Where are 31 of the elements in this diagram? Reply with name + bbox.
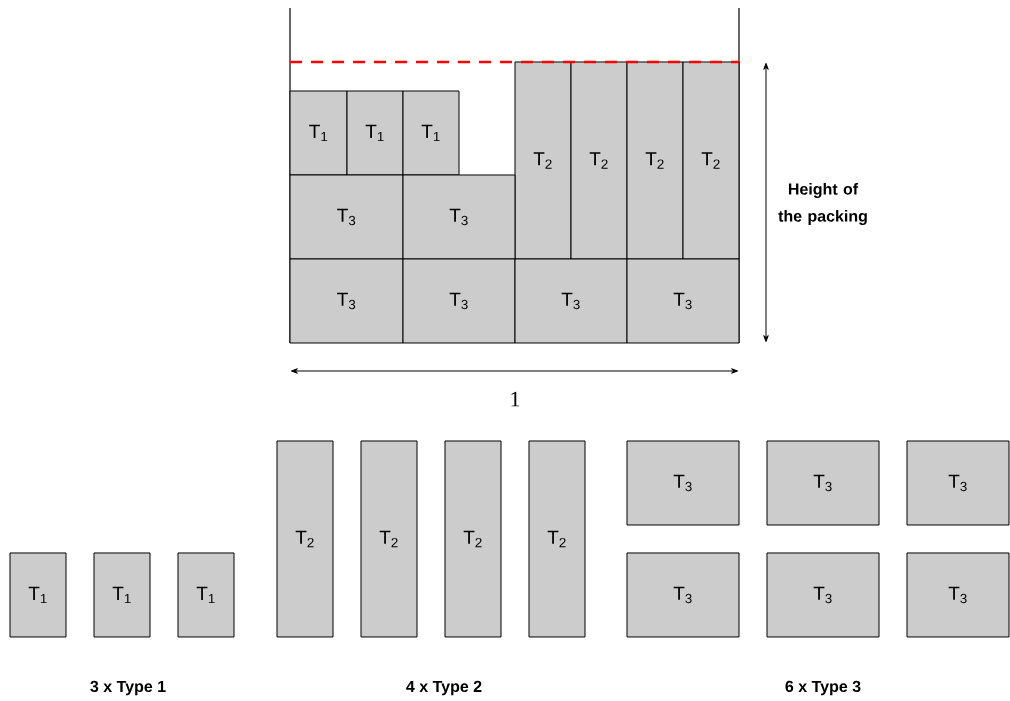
item-rectangle: T$_{2}$ (514, 61, 572, 260)
group-caption: 4 x Type 2 (406, 680, 482, 696)
item-rectangle: T$_{1}$ (289, 90, 348, 176)
item-rectangle: T$_{3}$ (626, 258, 740, 344)
item-rectangle: T$_{1}$ (9, 552, 67, 638)
item-rectangle: T$_{3}$ (906, 440, 1010, 526)
item-rectangle: T$_{2}$ (360, 440, 418, 638)
item-rectangle: T$_{3}$ (766, 440, 880, 526)
item-rectangle: T$_{3}$ (402, 258, 516, 344)
item-rectangle: T$_{1}$ (346, 90, 404, 176)
item-rectangle: T$_{3}$ (626, 440, 740, 526)
item-rectangle: T$_{2}$ (570, 61, 628, 260)
item-rectangle: T$_{1}$ (177, 552, 235, 638)
item-rectangle: T$_{3}$ (514, 258, 628, 344)
item-rectangle: T$_{3}$ (766, 552, 880, 638)
group-caption: 6 x Type 3 (785, 680, 861, 696)
item-rectangle: T$_{1}$ (93, 552, 151, 638)
item-rectangle: T$_{2}$ (444, 440, 502, 638)
dimension-label: Height of the packing (778, 183, 867, 225)
item-rectangle: T$_{2}$ (682, 61, 740, 260)
item-rectangle: T$_{2}$ (528, 440, 586, 638)
item-rectangle: T$_{3}$ (906, 552, 1010, 638)
item-rectangle: T$_{2}$ (626, 61, 684, 260)
item-rectangle: T$_{3}$ (289, 258, 404, 344)
group-caption: 3 x Type 1 (90, 680, 166, 696)
item-rectangle: T$_{3}$ (402, 174, 516, 260)
item-rectangle: T$_{3}$ (289, 174, 404, 260)
item-rectangle: T$_{2}$ (276, 440, 334, 638)
item-rectangle: T$_{1}$ (402, 90, 460, 176)
item-rectangle: T$_{3}$ (626, 552, 740, 638)
dimension-label: 1 (511, 391, 520, 407)
